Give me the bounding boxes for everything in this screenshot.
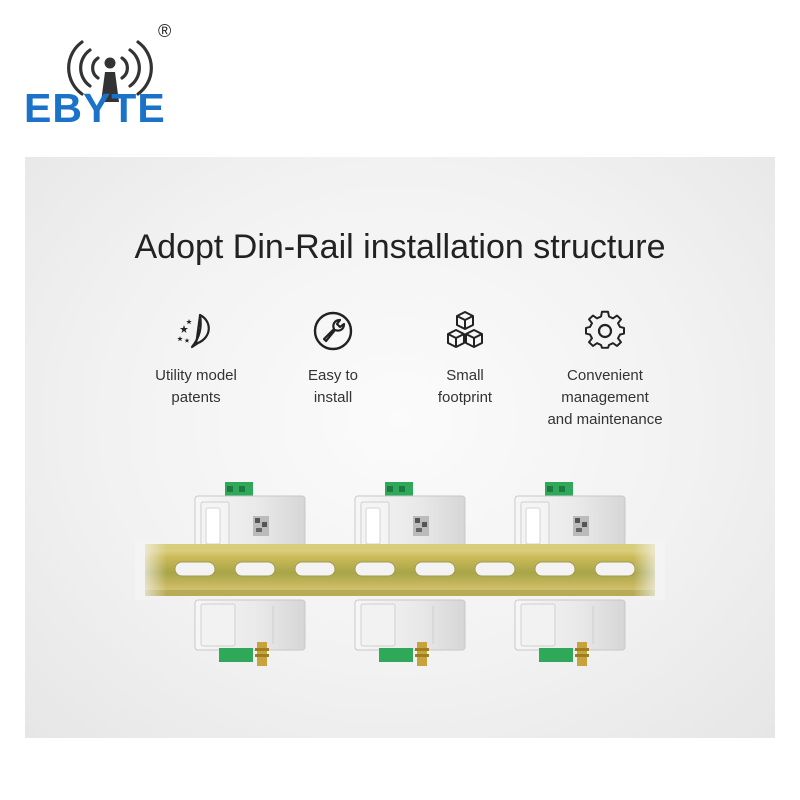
- din-rail-product-image: [135, 481, 665, 667]
- feature-item-maintenance: Convenient management and maintenance: [530, 309, 680, 431]
- feature-item-patents: Utility model patents: [121, 309, 271, 409]
- antenna-logo-icon: [67, 40, 153, 102]
- ebyte-logo: ® EBYTE: [24, 22, 204, 132]
- wrench-icon: [313, 311, 353, 351]
- patent-icon: [177, 313, 210, 349]
- feature-label: Utility model patents: [155, 367, 237, 406]
- din-rail: [135, 540, 665, 600]
- page-title: Adopt Din-Rail installation structure: [134, 228, 666, 266]
- brand-name: EBYTE: [24, 85, 166, 131]
- feature-list: Utility model patents Easy to install: [25, 309, 775, 449]
- gear-icon: [585, 310, 625, 349]
- feature-label: Convenient management and maintenance: [547, 367, 663, 428]
- feature-label: Easy to install: [307, 367, 359, 406]
- feature-panel: Adopt Din-Rail installation structure Ut…: [25, 157, 775, 738]
- cubes-icon: [447, 311, 483, 348]
- feature-item-footprint: Small footprint: [390, 309, 540, 409]
- feature-item-install: Easy to install: [258, 309, 408, 409]
- feature-label: Small footprint: [437, 367, 493, 406]
- registered-mark: ®: [158, 21, 172, 41]
